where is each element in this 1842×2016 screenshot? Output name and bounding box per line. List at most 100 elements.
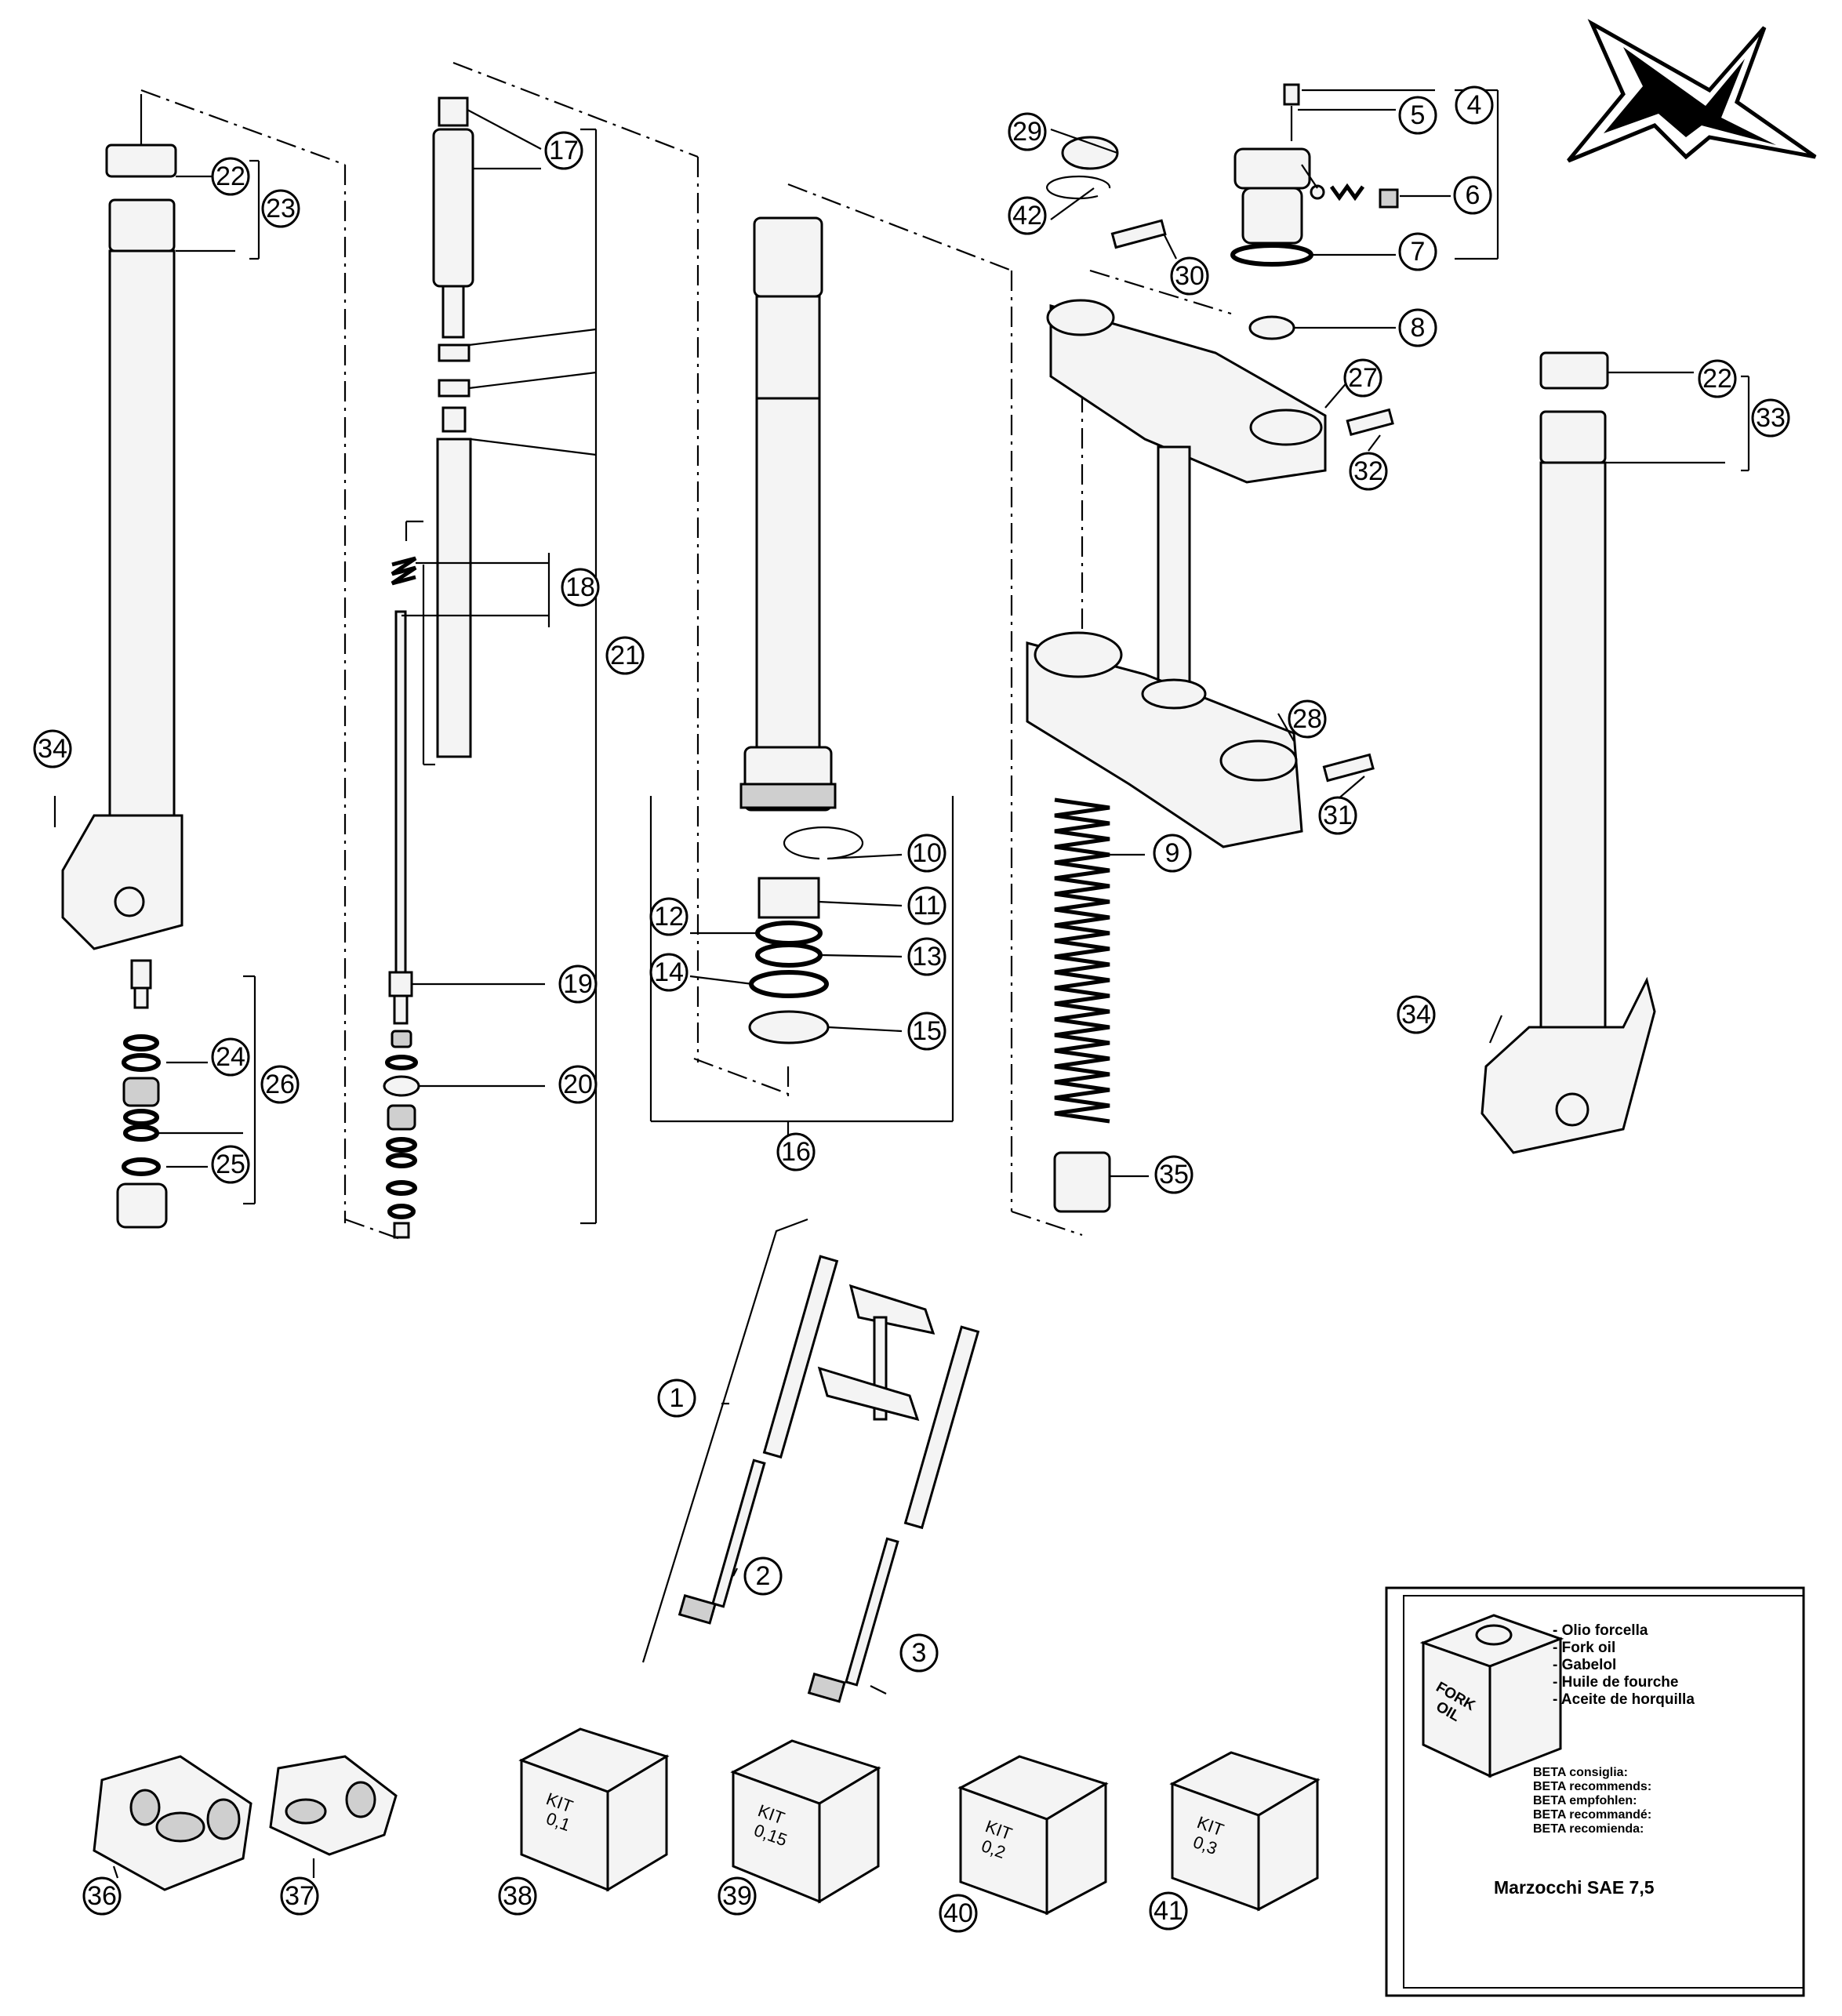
callout-19: 19: [558, 964, 598, 1004]
svg-text:39: 39: [722, 1881, 752, 1911]
fork-cap-parts: [1046, 83, 1499, 783]
svg-text:32: 32: [1353, 456, 1383, 486]
callout-6: 6: [1453, 176, 1492, 215]
svg-text:24: 24: [216, 1042, 245, 1072]
svg-text:21: 21: [610, 641, 640, 670]
svg-text:12: 12: [654, 902, 684, 932]
callout-32: 32: [1349, 452, 1388, 491]
svg-text:26: 26: [265, 1070, 295, 1099]
oil-can-icon: [1419, 1614, 1564, 1778]
svg-text:4: 4: [1467, 90, 1482, 120]
svg-text:23: 23: [266, 194, 296, 223]
svg-text:38: 38: [503, 1881, 532, 1911]
callout-12: 12: [649, 897, 688, 936]
svg-text:7: 7: [1411, 237, 1426, 267]
callout-17: 17: [544, 131, 583, 170]
fork-assembly-overview: [641, 1218, 980, 1703]
svg-text:27: 27: [1348, 363, 1378, 393]
oil-name-0: - Olio forcella: [1553, 1622, 1648, 1639]
callout-9: 9: [1153, 834, 1192, 873]
callout-4: 4: [1455, 85, 1494, 125]
oil-recommends-3: BETA recommandé:: [1533, 1808, 1651, 1822]
oil-name-4: - Aceite de horquilla: [1553, 1691, 1695, 1708]
svg-text:30: 30: [1175, 261, 1204, 291]
fork-spring: [1053, 797, 1111, 1213]
bottom-valve-assembly: [116, 959, 256, 1229]
fork-oil-recommendation: FORK OIL - Olio forcella - Fork oil - Ga…: [1385, 1586, 1805, 1997]
svg-text:6: 6: [1466, 180, 1481, 210]
svg-text:10: 10: [912, 838, 942, 868]
svg-text:28: 28: [1292, 704, 1322, 734]
svg-text:17: 17: [549, 136, 579, 165]
callout-5: 5: [1398, 96, 1437, 135]
damper-valve-stack: [383, 1030, 420, 1239]
callouts: 1 2 3 4 5 6 7 8 9 10 11 12 13 14 15 16 1…: [33, 85, 1790, 1933]
svg-text:9: 9: [1165, 838, 1180, 868]
callout-14: 14: [649, 953, 688, 992]
callout-28: 28: [1288, 699, 1327, 739]
callout-30: 30: [1170, 256, 1209, 296]
oil-recommends-0: BETA consiglia:: [1533, 1766, 1628, 1779]
leader-lines: [53, 89, 1750, 1879]
callout-16: 16: [776, 1132, 816, 1171]
callout-15: 15: [907, 1012, 946, 1051]
kit-box-1: KIT 0,15: [730, 1739, 881, 1904]
svg-text:11: 11: [913, 891, 940, 921]
svg-text:3: 3: [912, 1638, 927, 1668]
callout-38: 38: [498, 1876, 537, 1916]
svg-text:15: 15: [912, 1016, 942, 1046]
callout-3: 3: [899, 1633, 939, 1673]
oil-name-2: - Gabelol: [1553, 1657, 1616, 1673]
callout-18: 18: [561, 568, 600, 607]
callout-24: 24: [211, 1037, 250, 1077]
svg-text:22: 22: [216, 162, 245, 191]
kit-box-0: KIT 0,1: [518, 1727, 670, 1892]
svg-text:13: 13: [912, 942, 942, 972]
callout-2: 2: [743, 1556, 783, 1596]
callout-13: 13: [907, 937, 946, 976]
callout-31: 31: [1318, 796, 1357, 835]
oil-name-3: - Huile de fourche: [1553, 1674, 1678, 1691]
callout-21: 21: [605, 636, 645, 675]
fork-stanchion: [649, 183, 1083, 1237]
callout-20: 20: [558, 1065, 598, 1104]
callout-27: 27: [1343, 358, 1382, 398]
svg-text:2: 2: [756, 1561, 771, 1591]
callout-36: 36: [82, 1876, 122, 1916]
callout-34-right: 34: [1397, 995, 1436, 1034]
kit-box-2: KIT 0,2: [957, 1755, 1109, 1916]
svg-text:40: 40: [943, 1898, 973, 1928]
callout-37: 37: [280, 1876, 319, 1916]
callout-11: 11: [907, 886, 946, 925]
oil-recommends-2: BETA empfohlen:: [1533, 1794, 1637, 1807]
callout-8: 8: [1398, 308, 1437, 347]
callout-41: 41: [1149, 1891, 1188, 1931]
callout-10: 10: [907, 834, 946, 873]
oil-recommends-4: BETA recomienda:: [1533, 1822, 1644, 1836]
triple-clamp-assembly: [1026, 269, 1327, 848]
callout-23: 23: [261, 189, 300, 228]
svg-text:1: 1: [670, 1383, 685, 1413]
fork-protector-parts: [93, 1755, 398, 1891]
svg-text:20: 20: [563, 1070, 593, 1099]
callout-42: 42: [1008, 196, 1047, 235]
damper-cartridge: [344, 61, 699, 1240]
svg-text:34: 34: [1401, 1000, 1431, 1030]
svg-text:33: 33: [1756, 403, 1786, 433]
callout-7: 7: [1398, 232, 1437, 271]
svg-text:8: 8: [1411, 313, 1426, 343]
svg-text:16: 16: [781, 1137, 811, 1167]
svg-text:22: 22: [1702, 364, 1732, 394]
callout-22-right: 22: [1698, 359, 1737, 398]
svg-text:19: 19: [563, 969, 593, 999]
svg-text:37: 37: [285, 1881, 314, 1911]
svg-text:31: 31: [1323, 801, 1353, 830]
callout-34-left: 34: [33, 729, 72, 768]
callout-26: 26: [260, 1065, 300, 1104]
left-outer-tube: [61, 89, 347, 1223]
svg-text:34: 34: [38, 734, 67, 764]
svg-text:29: 29: [1012, 117, 1042, 147]
svg-text:14: 14: [654, 957, 684, 987]
callout-40: 40: [939, 1894, 978, 1933]
callout-22-left: 22: [211, 157, 250, 196]
